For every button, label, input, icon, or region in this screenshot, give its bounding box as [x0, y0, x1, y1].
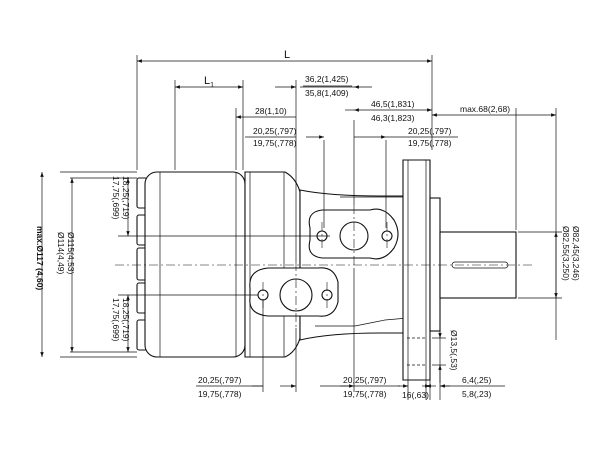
dim-bottom-mid-1975: 19,75(,778) [343, 389, 387, 399]
dim-port-spacing-max: 36,2(1,425) [305, 74, 349, 84]
dim-16: 16(,63) [402, 390, 429, 400]
dim-top-right-1975: 19,75(,778) [408, 138, 452, 148]
dim-max-dia-117: max.Ø117 (4,60) [35, 226, 45, 290]
dim-46-3: 46,3(1,823) [371, 113, 415, 123]
dim-dia-82-55: Ø82,55(3,250) [561, 226, 571, 281]
dim-5-8: 5,8(,23) [462, 389, 491, 399]
dim-top-right-2025: 20,25(,797) [408, 126, 452, 136]
dim-port-spacing-min: 35,8(1,409) [305, 88, 349, 98]
dim-dia-114: Ø114(4,49) [56, 232, 66, 275]
dim-l1-sub: 1 [210, 82, 214, 89]
dimension-lines [40, 55, 562, 400]
dim-l1-main: L [204, 75, 210, 87]
dim-28: 28(1,10) [255, 106, 287, 116]
dim-left-upper-1775: 17,75(,699) [111, 176, 121, 220]
dim-l1: L1 [204, 75, 214, 89]
dim-bottom-left-2025: 20,25(,797) [198, 375, 242, 385]
dim-overall-length: L [284, 49, 290, 61]
dim-left-lower-1775: 17,75(,699) [111, 298, 121, 342]
dim-left-lower-1825: 18,25(,719) [121, 298, 131, 342]
dim-6-4: 6,4(,25) [462, 375, 491, 385]
dimension-labels: L L1 36,2(1,425) 35,8(1,409) 28(1,10) 46… [35, 49, 581, 400]
dim-max-68: max.68(2,68) [460, 104, 510, 114]
dim-46-5: 46,5(1,831) [371, 99, 415, 109]
dim-dia-115: Ø115(4,53) [66, 232, 76, 275]
dim-bottom-mid-2025: 20,25(,797) [343, 375, 387, 385]
dim-top-left-2025: 20,25(,797) [253, 126, 297, 136]
dim-dia-13-5: Ø13,5(,53) [449, 330, 459, 371]
dim-dia-82-45: Ø82,45(3,246) [571, 226, 581, 281]
dim-left-upper-1825: 18,25(,719) [121, 176, 131, 220]
dim-top-left-1975: 19,75(,778) [253, 138, 297, 148]
dim-bottom-left-1975: 19,75(,778) [198, 389, 242, 399]
